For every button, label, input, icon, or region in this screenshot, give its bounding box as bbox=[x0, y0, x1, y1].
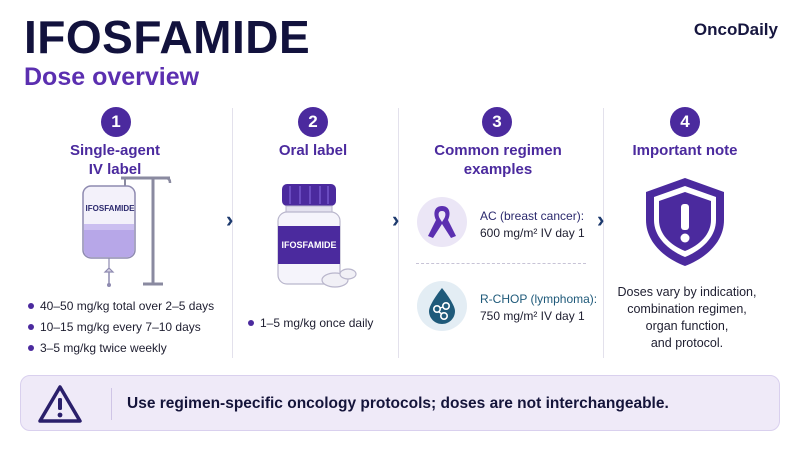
column-1-title-line1: Single-agent bbox=[69, 142, 160, 159]
step-number-1: 1 bbox=[101, 107, 131, 137]
regimen-rchop-name: R-CHOP (lymphoma): bbox=[480, 292, 598, 306]
warning-icon bbox=[38, 385, 82, 423]
important-note-text: Doses vary by indication, combination re… bbox=[612, 284, 762, 352]
note-line-3: organ function, bbox=[645, 319, 729, 333]
column-3-title-line1: Common regimen bbox=[434, 142, 562, 159]
banner-divider bbox=[111, 388, 112, 420]
chevron-right-icon: › bbox=[597, 207, 605, 232]
column-3-title: Common regimen examples bbox=[418, 141, 578, 179]
column-1-bullet-list: 40–50 mg/kg total over 2–5 days 10–15 mg… bbox=[28, 298, 228, 361]
step-number-2: 2 bbox=[298, 107, 328, 137]
chevron-right-icon: › bbox=[226, 207, 234, 232]
note-line-1: Doses vary by indication, bbox=[617, 285, 757, 299]
list-item: 40–50 mg/kg total over 2–5 days bbox=[28, 298, 228, 319]
column-divider bbox=[398, 108, 399, 358]
column-divider bbox=[232, 108, 233, 358]
page-subtitle: Dose overview bbox=[24, 63, 200, 91]
shield-alert-icon bbox=[646, 178, 724, 266]
list-item: 1–5 mg/kg once daily bbox=[248, 315, 398, 336]
pill-bottle-icon bbox=[277, 184, 357, 288]
banner-text: Use regimen-specific oncology protocols;… bbox=[127, 395, 669, 412]
note-line-4: and protocol. bbox=[650, 336, 724, 350]
column-4-title: Important note bbox=[632, 142, 738, 159]
step-number-3: 3 bbox=[482, 107, 512, 137]
page-title: IFOSFAMIDE bbox=[24, 11, 311, 63]
drop-icon bbox=[417, 281, 467, 331]
iv-bag-label: IFOSFAMIDE bbox=[85, 204, 135, 213]
column-2-bullet-list: 1–5 mg/kg once daily bbox=[248, 315, 398, 336]
step-number-4: 4 bbox=[670, 107, 700, 137]
iv-bag-icon bbox=[82, 176, 172, 287]
column-2-title: Oral label bbox=[278, 142, 348, 159]
regimen-ac-name: AC (breast cancer): bbox=[480, 209, 585, 223]
regimen-separator bbox=[416, 263, 586, 264]
note-line-2: combination regimen, bbox=[627, 302, 747, 316]
regimen-ac: AC (breast cancer): 600 mg/m² IV day 1 bbox=[480, 208, 600, 242]
regimen-rchop: R-CHOP (lymphoma): 750 mg/m² IV day 1 bbox=[480, 291, 602, 325]
column-3-title-line2: examples bbox=[463, 161, 533, 178]
list-item: 3–5 mg/kg twice weekly bbox=[28, 340, 228, 361]
list-item: 10–15 mg/kg every 7–10 days bbox=[28, 319, 228, 340]
brand-logo-text: OncoDaily bbox=[693, 20, 778, 39]
regimen-ac-dose: 600 mg/m² IV day 1 bbox=[480, 226, 585, 240]
warning-banner: Use regimen-specific oncology protocols;… bbox=[20, 375, 780, 431]
column-1-title-line2: IV label bbox=[88, 161, 142, 178]
chevron-right-icon: › bbox=[392, 207, 400, 232]
regimen-rchop-dose: 750 mg/m² IV day 1 bbox=[480, 309, 585, 323]
column-divider bbox=[603, 108, 604, 358]
bottle-label: IFOSFAMIDE bbox=[281, 240, 337, 250]
column-1-title: Single-agent IV label bbox=[40, 141, 190, 179]
ribbon-icon bbox=[417, 197, 467, 247]
